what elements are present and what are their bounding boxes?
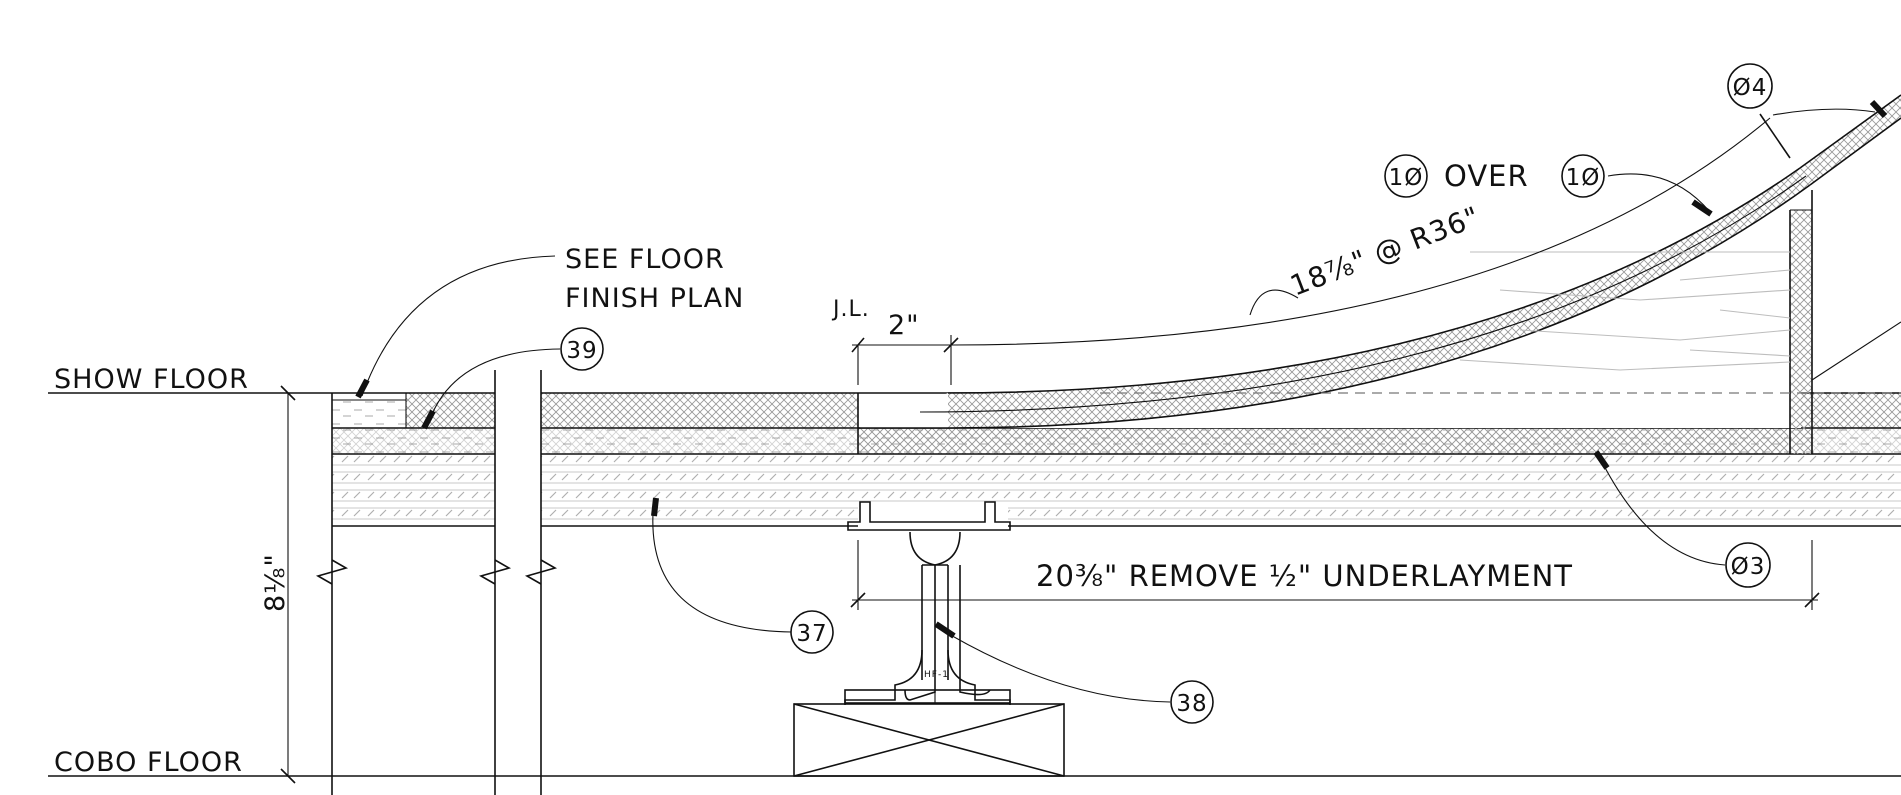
- svg-text:1Ø: 1Ø: [1566, 165, 1601, 191]
- svg-text:Ø4: Ø4: [1733, 75, 1768, 101]
- over-label: OVER: [1444, 159, 1529, 193]
- leader-lines: [355, 99, 1888, 703]
- callout-10-left: 1Ø: [1384, 154, 1428, 198]
- svg-text:39: 39: [566, 338, 597, 364]
- see-floor-note-line1: SEE FLOOR: [565, 244, 725, 275]
- callout-04: Ø4: [1727, 63, 1773, 109]
- floor-panel-layer: [332, 454, 1901, 526]
- show-floor-label: SHOW FLOOR: [54, 364, 249, 395]
- radius-dimension-note: 18⅞" @ R36": [1286, 200, 1485, 303]
- svg-text:38: 38: [1176, 691, 1207, 717]
- curved-ramp: [858, 94, 1901, 454]
- dimension-lines: [280, 113, 1820, 784]
- callout-38: 38: [1170, 680, 1214, 724]
- cobo-floor-label: COBO FLOOR: [54, 747, 243, 778]
- callout-37: 37: [790, 610, 834, 654]
- floor-build-up: [331, 392, 1901, 795]
- dimension-2-inch: 2": [888, 310, 920, 341]
- see-floor-note-line2: FINISH PLAN: [565, 283, 744, 314]
- callout-39: 39: [560, 327, 604, 371]
- height-dimension: 8⅛": [260, 553, 291, 612]
- svg-text:1Ø: 1Ø: [1389, 165, 1424, 191]
- callout-03: Ø3: [1725, 542, 1771, 588]
- pedestal-support: HF-1: [793, 501, 1065, 777]
- jl-label: J.L.: [831, 297, 870, 322]
- pedestal-tag: HF-1: [924, 670, 949, 680]
- svg-text:37: 37: [796, 621, 827, 647]
- wall-section-cuts: [315, 370, 558, 795]
- svg-text:Ø3: Ø3: [1731, 554, 1766, 580]
- callout-10-right: 1Ø: [1561, 154, 1605, 198]
- remove-underlayment-note: 20⅜" REMOVE ½" UNDERLAYMENT: [1036, 559, 1573, 593]
